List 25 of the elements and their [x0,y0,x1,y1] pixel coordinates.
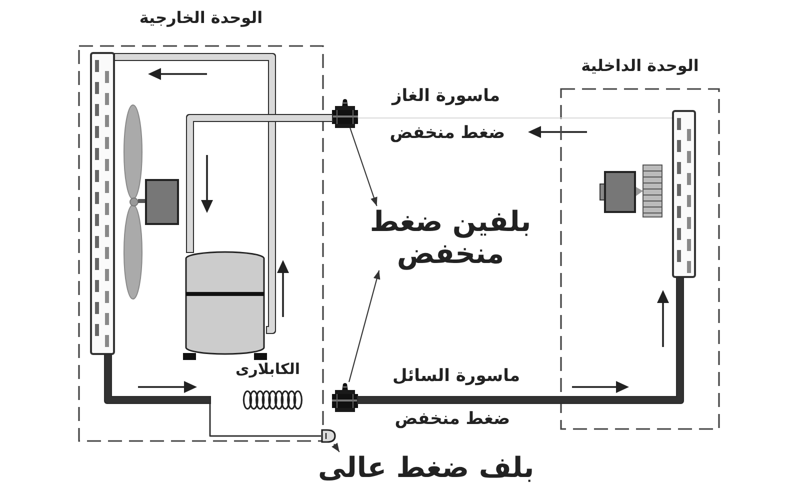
discharge-pipe [115,54,275,333]
liquid-pipe [358,278,683,403]
valve-icon [332,382,358,412]
callout-text: بلف ضغط عالى [318,452,534,484]
pipe-label: ماسورة الغاز [392,87,500,107]
leader-line [332,442,340,452]
pressure-label: ضغط منخفض [390,124,505,144]
suction-pipe [187,115,332,252]
compressor [183,252,267,360]
liquid-pipe [302,397,332,403]
part-label: الكابلارى [235,361,300,378]
unit-heading: الوحدة الداخلية [581,56,699,76]
unit-heading: الوحدة الخارجية [139,8,263,28]
pipe-label: ماسورة السائل [392,367,520,387]
valve-icon [321,428,336,444]
evaporator-coil [672,110,696,278]
condenser-coil [90,52,115,355]
valve-icon [332,98,358,128]
leader-line [350,128,378,206]
pressure-label: ضغط منخفض [394,410,510,430]
gas-pipe [358,115,672,122]
bypass-tube [209,404,321,437]
capillary-coil [243,390,302,410]
callout-text: بلفين ضغط منخفض [368,206,533,270]
leader-line [348,270,380,382]
